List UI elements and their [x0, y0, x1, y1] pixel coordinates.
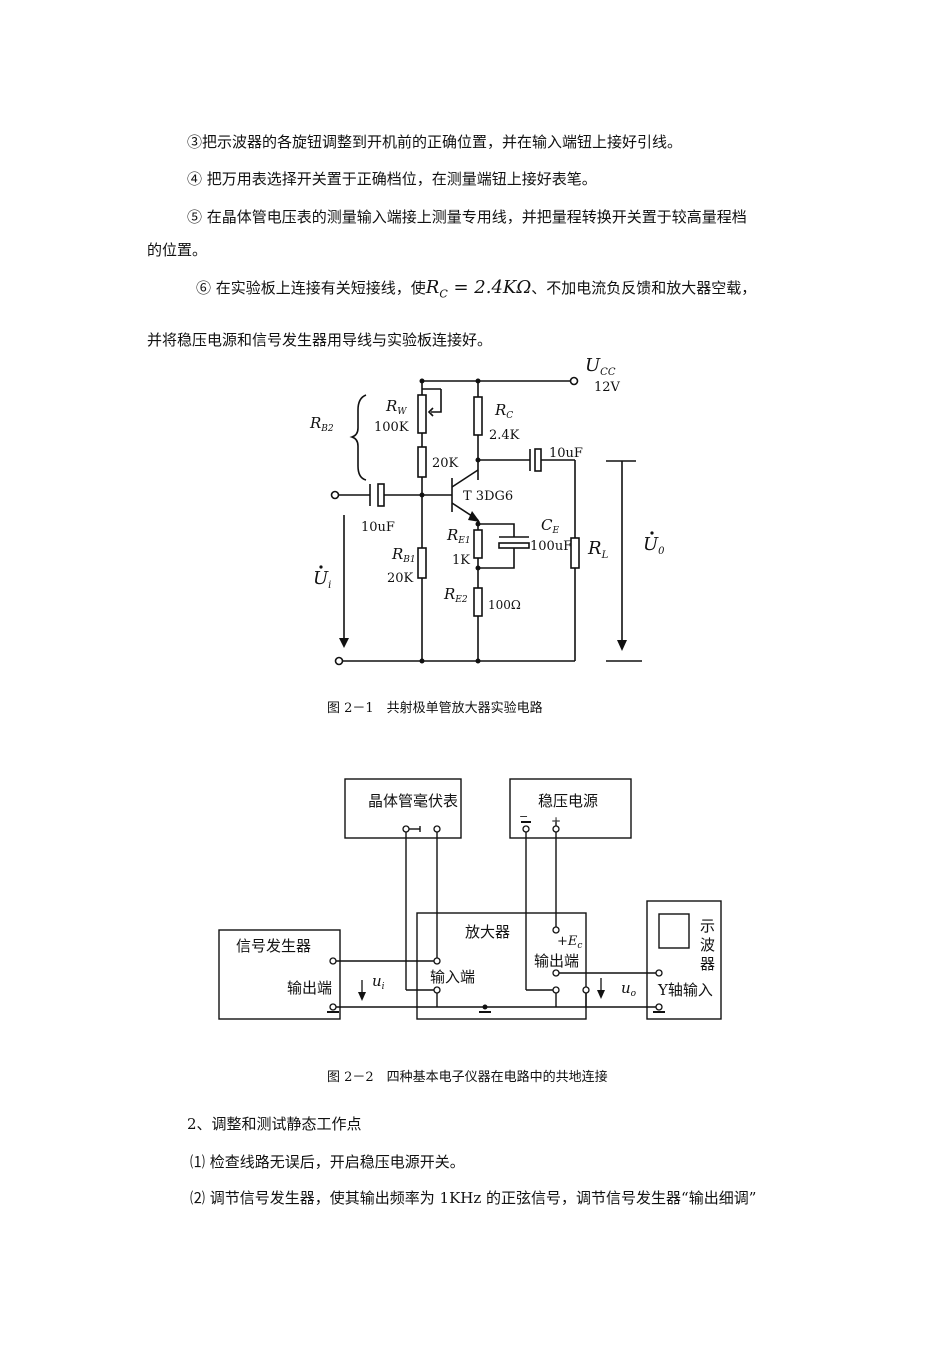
rb1-label: RB1 [391, 545, 416, 565]
figure-1-caption: 图 2－1 共射极单管放大器实验电路 [327, 700, 543, 716]
amp-output-label: 输出端 [534, 952, 579, 970]
c-out-value: 10uF [549, 446, 583, 461]
rc-value: 2.4K [489, 428, 520, 443]
scope-screen [658, 913, 690, 949]
step-4-text: ④ 把万用表选择开关置于正确档位，在测量端钮上接好表笔。 [187, 170, 597, 188]
sig-output-label: 输出端 [287, 979, 332, 997]
rw-value: 100K [374, 420, 409, 435]
transistor-label: T 3DG6 [463, 489, 513, 504]
rl-label: RL [587, 538, 609, 561]
ui-label: Ui [313, 568, 331, 591]
r-20k-top: 20K [432, 456, 459, 471]
step-6-pre: ⑥ 在实验板上连接有关短接线，使 [196, 279, 426, 297]
step-6-post: 、不加电流负反馈和放大器空载， [531, 279, 757, 297]
re2-value: 100Ω [488, 598, 521, 612]
rw-label: RW [385, 397, 407, 417]
amplifier-box [416, 912, 587, 1020]
rc-label: RC [494, 401, 513, 421]
ce-label: CE [541, 516, 559, 536]
scope-y-input-label: Y轴输入 [657, 981, 713, 999]
scope-label-3: 器 [700, 955, 715, 973]
ps-minus: − [519, 810, 528, 823]
ucc-label: UCC [585, 355, 616, 378]
figure-2-caption: 图 2－2 四种基本电子仪器在电路中的共地连接 [327, 1069, 608, 1085]
section-2-step-2: ⑵ 调节信号发生器，使其输出频率为 1KHz 的正弦信号，调节信号发生器“输出细… [190, 1189, 757, 1207]
c-in-value: 10uF [361, 520, 395, 535]
step-6-text-cont: 并将稳压电源和信号发生器用导线与实验板连接好。 [147, 331, 493, 349]
step-5-text: ⑤ 在晶体管电压表的测量输入端接上测量专用线，并把量程转换开关置于较高量程档 [187, 208, 747, 226]
ucc-value: 12V [594, 380, 621, 395]
uo-label: U0 [643, 534, 665, 557]
amp-input-label: 输入端 [430, 968, 475, 986]
scope-label-1: 示 [700, 917, 715, 935]
step-5-text-cont: 的位置。 [147, 241, 208, 259]
amplifier-label: 放大器 [465, 923, 510, 941]
section-2-heading: 2、调整和测试静态工作点 [187, 1115, 362, 1133]
step-6-text: ⑥ 在实验板上连接有关短接线，使RC = 2.4KΩ、不加电流负反馈和放大器空载… [196, 277, 756, 306]
signal-generator-label: 信号发生器 [236, 937, 311, 955]
rb1-value: 20K [387, 571, 414, 586]
oscilloscope-box [646, 900, 722, 1020]
re1-label: RE1 [446, 526, 471, 546]
re1-value: 1K [452, 553, 470, 568]
ps-plus: + [551, 814, 561, 828]
step-6-formula: RC = 2.4KΩ [425, 277, 532, 301]
ce-value: 100uF [530, 539, 572, 554]
section-2-step-1: ⑴ 检查线路无误后，开启稳压电源开关。 [190, 1153, 465, 1171]
power-supply-box [509, 778, 632, 839]
mv-meter-label: 晶体管毫伏表 [368, 792, 458, 810]
signal-generator-box [218, 929, 341, 1020]
re2-label: RE2 [443, 585, 468, 605]
rb2-label: RB2 [309, 414, 334, 434]
ec-label: +Ec [557, 934, 582, 951]
ui-label-2: ui [372, 972, 385, 992]
uo-label-2: uo [621, 979, 637, 999]
mv-meter-box [344, 778, 462, 839]
scope-label-2: 波 [700, 936, 715, 954]
power-supply-label: 稳压电源 [538, 792, 598, 810]
step-3-text: ③把示波器的各旋钮调整到开机前的正确位置，并在输入端钮上接好引线。 [187, 133, 683, 151]
